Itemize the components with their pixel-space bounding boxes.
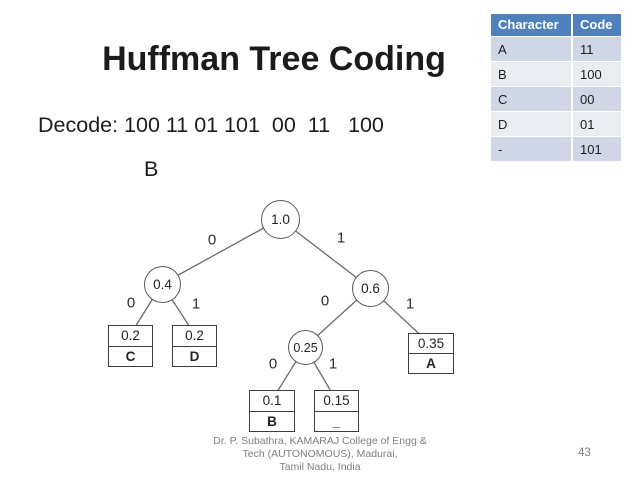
page-number: 43	[578, 447, 591, 459]
table-row: C 00	[491, 87, 621, 111]
header-character: Character	[491, 14, 571, 36]
edge-label-025-right: 1	[328, 355, 338, 373]
table-header-row: Character Code	[491, 14, 621, 36]
leaf-prob: 0.15	[315, 391, 358, 412]
cell-character: C	[491, 87, 571, 111]
cell-character: B	[491, 62, 571, 86]
cell-character: -	[491, 137, 571, 161]
edge-label-root-right: 1	[336, 229, 346, 247]
leaf-char: A	[426, 356, 436, 371]
leaf-prob: 0.2	[173, 326, 216, 347]
tree-node-root: 1.0	[261, 200, 300, 239]
leaf-prob: 0.35	[409, 334, 453, 354]
tree-leaf-a: 0.35 A	[408, 333, 454, 374]
table-row: A 11	[491, 37, 621, 61]
edge-label-06-right: 1	[405, 295, 415, 313]
cell-character: A	[491, 37, 571, 61]
leaf-char: D	[189, 348, 200, 364]
tree-node-0-6: 0.6	[352, 270, 389, 307]
character-code-table: Character Code A 11 B 100 C 00 D 01 -	[489, 13, 623, 162]
leaf-prob: 0.2	[109, 326, 152, 347]
cell-code: 11	[573, 37, 621, 61]
cell-code: 01	[573, 112, 621, 136]
slide-title: Huffman Tree Coding	[102, 40, 446, 78]
decode-text: Decode: 100 11 01 101 00 11 100	[38, 113, 384, 137]
footer-line: Tech (AUTONOMOUS), Madurai,	[242, 448, 398, 460]
table-row: - 101	[491, 137, 621, 161]
table-row: D 01	[491, 112, 621, 136]
tree-node-0-25: 0.25	[288, 330, 323, 365]
header-code: Code	[573, 14, 621, 36]
decode-answer: B	[144, 157, 159, 181]
edge-label-06-left: 0	[320, 292, 330, 310]
leaf-char: B	[267, 413, 277, 429]
cell-code: 00	[573, 87, 621, 111]
tree-leaf-d: 0.2 D	[172, 325, 217, 367]
cell-code: 101	[573, 137, 621, 161]
leaf-char: C	[125, 348, 136, 364]
tree-leaf-b: 0.1 B	[249, 390, 295, 432]
edge-label-025-left: 0	[268, 355, 278, 373]
tree-node-0-4: 0.4	[144, 266, 181, 303]
cell-character: D	[491, 112, 571, 136]
tree-leaf-c: 0.2 C	[108, 325, 153, 367]
leaf-char: _	[332, 413, 341, 429]
edge-label-root-left: 0	[207, 231, 217, 249]
table-row: B 100	[491, 62, 621, 86]
footer-line: Tamil Nadu, India	[279, 461, 361, 473]
footer-line: Dr. P. Subathra, KAMARAJ College of Engg…	[213, 435, 427, 447]
edge-label-04-right: 1	[191, 295, 201, 313]
tree-leaf-underscore: 0.15 _	[314, 390, 359, 432]
edge-label-04-left: 0	[126, 294, 136, 312]
cell-code: 100	[573, 62, 621, 86]
footer-credit: Dr. P. Subathra, KAMARAJ College of Engg…	[169, 435, 471, 474]
leaf-prob: 0.1	[250, 391, 294, 412]
